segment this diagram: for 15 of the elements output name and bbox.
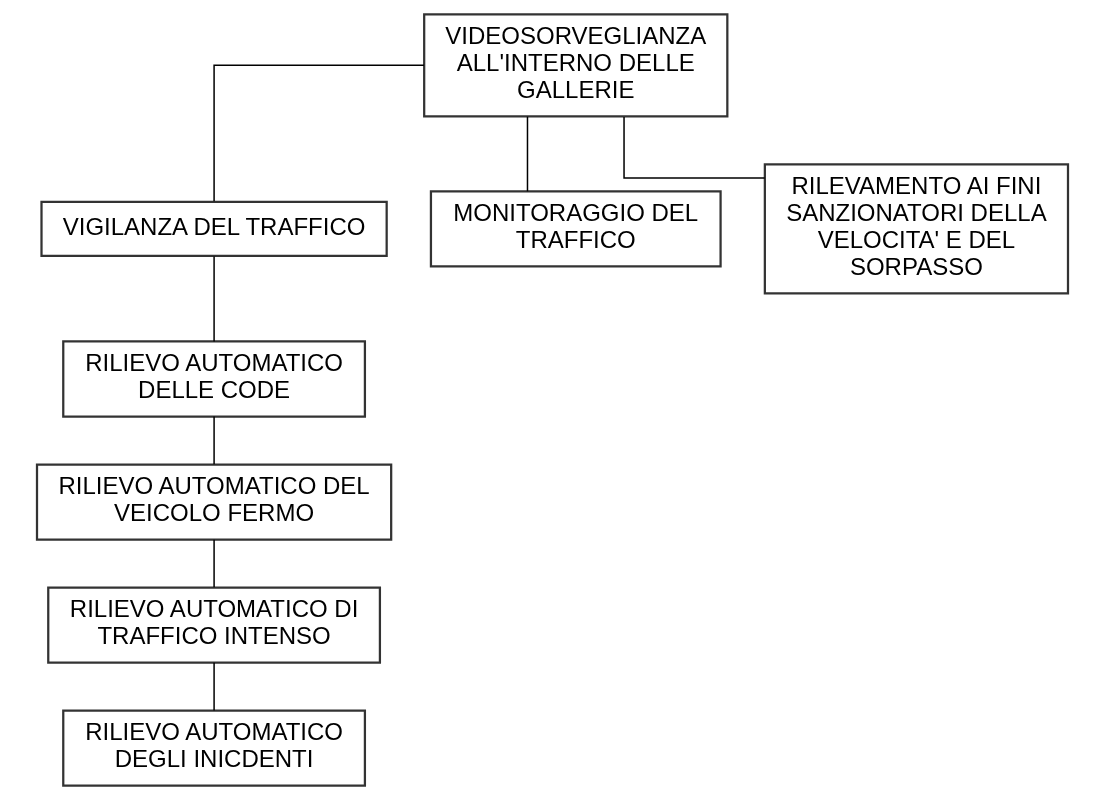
connector <box>213 415 215 465</box>
connector <box>526 115 529 193</box>
node-box: RILIEVO AUTOMATICO DELLE CODE <box>62 340 367 418</box>
connector <box>213 661 215 712</box>
node-box: RILIEVO AUTOMATICO DEL VEICOLO FERMO <box>35 463 393 541</box>
node-box: MONITORAGGIO DEL TRAFFICO <box>429 190 722 268</box>
connector <box>623 116 766 179</box>
node-box: RILEVAMENTO AI FINI SANZIONATORI DELLA VELOCITA' E DEL SORPASSO <box>763 163 1070 295</box>
connector <box>213 64 425 202</box>
node-box: RILIEVO AUTOMATICO DEGLI INICDENTI <box>62 709 367 787</box>
connector <box>213 538 215 589</box>
connector <box>213 255 215 343</box>
node-box: VIGILANZA DEL TRAFFICO <box>40 200 388 258</box>
node-box: RILIEVO AUTOMATICO DI TRAFFICO INTENSO <box>47 586 382 664</box>
node-box: VIDEOSORVEGLIANZA ALL'INTERNO DELLE GALLERIE <box>423 13 729 118</box>
